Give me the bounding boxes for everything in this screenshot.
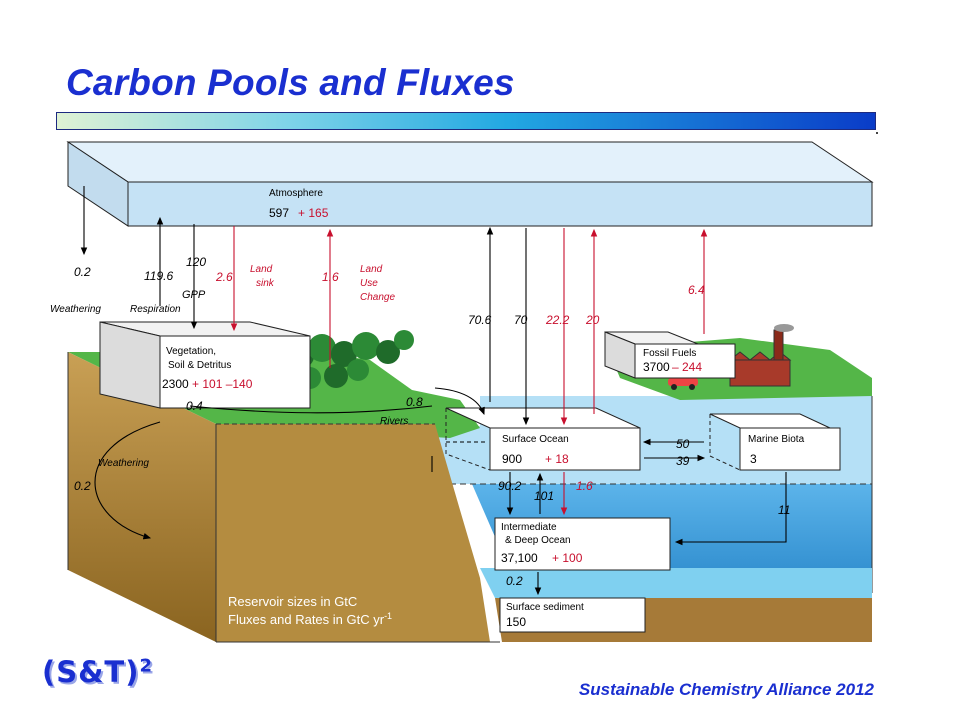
- carbon-cycle-diagram: Atmosphere 597 + 165: [50, 141, 874, 643]
- label-land-use-1: Land: [360, 264, 383, 275]
- surface-ocean-box: [445, 407, 641, 471]
- flux-deep-to-surface: 101: [534, 489, 554, 503]
- marine-biota-label: Marine Biota: [748, 434, 805, 445]
- flux-ocean-down: 70: [514, 313, 528, 327]
- flux-surface-to-deep: 90.2: [498, 479, 522, 493]
- deep-ocean-label-2: & Deep Ocean: [505, 535, 571, 546]
- marine-biota-box: [709, 413, 841, 471]
- flux-weathering-soil: 0.2: [74, 479, 91, 493]
- fossil-fuels-change: – 244: [672, 360, 702, 374]
- surface-ocean-pool: 900: [502, 452, 522, 466]
- sediment-label: Surface sediment: [506, 602, 584, 613]
- legend-line-2-sup: -1: [384, 611, 392, 621]
- footer-logo-text: (S&T): [42, 655, 140, 689]
- label-weathering-atm: Weathering: [50, 304, 101, 315]
- marine-biota-pool: 3: [750, 452, 757, 466]
- vegetation-change: + 101 –140: [192, 377, 253, 391]
- label-weathering-soil: Weathering: [98, 458, 149, 469]
- label-land-use-2: Use: [360, 278, 378, 289]
- anthropogenic-flux-arrows: [230, 226, 708, 516]
- flux-weathering-atm: 0.2: [74, 265, 91, 279]
- atmosphere-slab: [66, 141, 874, 227]
- vegetation-box: [99, 321, 311, 409]
- label-respiration: Respiration: [130, 304, 181, 315]
- flux-ocean-anth-down: 22.2: [545, 313, 570, 327]
- label-land-sink-1: Land: [250, 264, 273, 275]
- deep-ocean-pool: 37,100: [501, 551, 538, 565]
- flux-deep-to-sediment: 0.2: [506, 574, 523, 588]
- slide-title: Carbon Pools and Fluxes: [66, 62, 515, 103]
- flux-gpp: 120: [186, 255, 206, 269]
- footer-logo-sup: 2: [139, 655, 153, 677]
- label-rivers: Rivers: [380, 416, 408, 427]
- footer-credit: Sustainable Chemistry Alliance 2012: [578, 680, 874, 699]
- atmosphere-pool: 597: [269, 206, 289, 220]
- surface-ocean-change: + 18: [545, 452, 569, 466]
- flux-land-use: 1.6: [322, 270, 339, 284]
- fossil-fuels-label: Fossil Fuels: [643, 348, 696, 359]
- flux-rivers-out: 0.8: [406, 395, 423, 409]
- vegetation-label-2: Soil & Detritus: [168, 360, 231, 371]
- fossil-fuels-pool: 3700: [643, 360, 670, 374]
- factory: [728, 324, 794, 387]
- title-bar-dot: [876, 132, 878, 134]
- sediment-pool: 150: [506, 615, 526, 629]
- flux-anth-to-deep: 1.6: [576, 479, 593, 493]
- legend-line-2-text: Fluxes and Rates in GtC yr: [228, 612, 385, 627]
- flux-biota-to-deep: 11: [778, 503, 790, 517]
- flux-rivers-in: 0.4: [186, 399, 203, 413]
- legend-line-2: Fluxes and Rates in GtC yr-1: [228, 611, 392, 627]
- atmosphere-label: Atmosphere: [269, 188, 323, 199]
- label-land-use-3: Change: [360, 292, 395, 303]
- flux-biota-from-surface: 50: [676, 437, 690, 451]
- deep-ocean-box: [494, 517, 671, 571]
- deep-ocean-label-1: Intermediate: [501, 522, 557, 533]
- legend-line-1: Reservoir sizes in GtC: [228, 594, 357, 609]
- car: [668, 378, 698, 390]
- sediment-box: [499, 597, 646, 633]
- natural-flux-arrows: [80, 186, 787, 596]
- flux-ocean-up: 70.6: [468, 313, 492, 327]
- flux-respiration: 119.6: [144, 269, 173, 283]
- flux-fossil-emission: 6.4: [688, 283, 705, 297]
- atmosphere-change: + 165: [298, 206, 329, 220]
- flux-biota-to-surface: 39: [676, 454, 690, 468]
- label-gpp: GPP: [182, 289, 206, 301]
- footer-logo: (S&T)2: [42, 655, 153, 689]
- surface-ocean-label: Surface Ocean: [502, 434, 569, 445]
- label-land-sink-2: sink: [256, 278, 275, 289]
- flux-ocean-anth-up: 20: [585, 313, 600, 327]
- title-gradient-bar: [56, 112, 876, 130]
- vegetation-label-1: Vegetation,: [166, 346, 216, 357]
- fossil-fuels-box: [604, 331, 736, 379]
- vegetation-pool: 2300: [162, 377, 189, 391]
- deep-ocean-change: + 100: [552, 551, 583, 565]
- flux-land-sink: 2.6: [215, 270, 233, 284]
